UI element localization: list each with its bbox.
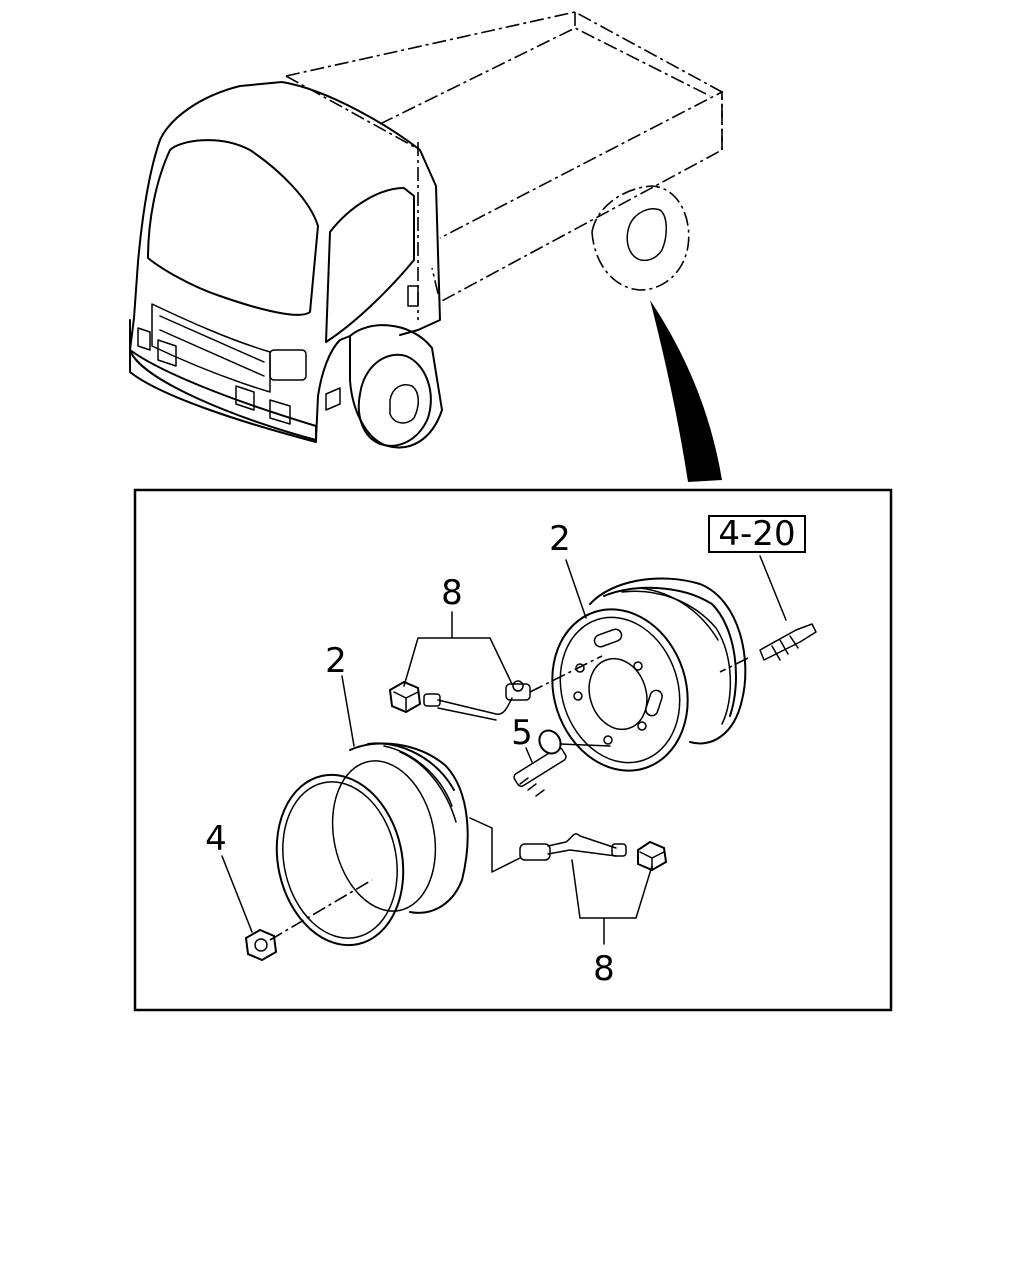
callout-stud: 5 — [511, 713, 533, 753]
front-wheel — [349, 324, 443, 449]
valve-hose-lower — [519, 833, 668, 872]
front-wheel-rim — [275, 742, 469, 947]
reference-stud — [759, 623, 817, 661]
rear-wheel — [591, 185, 690, 291]
reference-box: 4-20 — [708, 514, 806, 554]
truck-illustration — [129, 11, 723, 482]
valve-hose-upper — [388, 680, 531, 721]
callout-rim-front: 2 — [325, 641, 347, 681]
wheel-stud — [513, 729, 567, 797]
callout-nut: 4 — [205, 819, 227, 859]
wheel-nut — [244, 928, 278, 962]
leader-lines — [221, 555, 787, 945]
detail-frame — [133, 488, 893, 1012]
assembly-lines — [269, 655, 749, 941]
truck-cab — [129, 81, 441, 443]
callout-numbers: 2 2 8 8 5 4 — [205, 519, 615, 989]
detail-pointer-arrow — [650, 300, 722, 482]
callout-rim-rear: 2 — [549, 519, 571, 559]
cargo-bed — [285, 11, 723, 320]
reference-label: 4-20 — [718, 514, 795, 554]
callout-hose-upper: 8 — [441, 573, 463, 613]
rear-wheel-rim — [551, 577, 747, 772]
callout-hose-lower: 8 — [593, 949, 615, 989]
